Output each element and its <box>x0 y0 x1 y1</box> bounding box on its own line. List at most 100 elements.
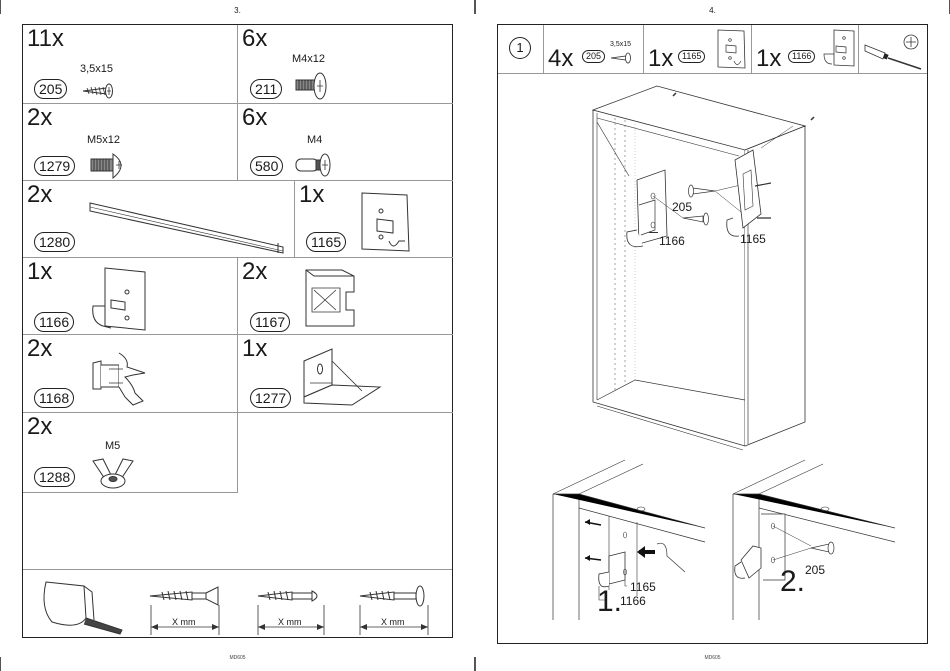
step-frame <box>497 24 928 644</box>
callout-bracket-left: 1166 <box>659 234 685 248</box>
part-cell: 2x M5x12 1279 <box>23 104 238 181</box>
wood-screw-icon <box>82 83 113 99</box>
cabinet-illustration <box>591 85 815 451</box>
part-number-badge: 205 <box>582 50 606 63</box>
raised-head-screw-icon <box>257 590 318 602</box>
screwdriver-icon <box>864 34 922 70</box>
detail-2-step-label: 2. <box>780 565 806 598</box>
part-quantity: 1x <box>756 45 782 72</box>
step-header: 1 4x 205 3,5x15 1x 1165 1x 1166 <box>498 25 927 74</box>
part-cell: 2x 1167 <box>238 258 453 335</box>
part-quantity: 2x <box>27 413 53 440</box>
part-number-badge: 580 <box>250 156 284 176</box>
part-quantity: 6x <box>242 104 268 131</box>
part-quantity: 1x <box>648 45 674 72</box>
part-cell: 2x 1280 <box>23 181 295 258</box>
part-number-badge: 1280 <box>34 232 76 252</box>
part-spec: 3,5x15 <box>80 63 114 75</box>
page-edge <box>474 0 475 14</box>
step-number-cell: 1 <box>498 25 544 73</box>
countersunk-screw-icon <box>149 586 219 606</box>
rail-icon <box>89 202 284 254</box>
clip-fastener-icon <box>92 352 146 406</box>
part-number-badge: 1165 <box>306 232 347 252</box>
part-cell: 1x 1166 <box>23 258 238 335</box>
part-number-badge: 1166 <box>788 50 816 63</box>
part-quantity: 2x <box>242 258 268 285</box>
part-quantity: 11x <box>27 25 64 52</box>
part-spec: 3,5x15 <box>610 41 632 48</box>
part-quantity: 1x <box>242 335 268 362</box>
part-number-badge: 1288 <box>34 467 76 487</box>
hook-bracket-icon <box>823 29 855 67</box>
part-cell: 2x M5 1288 <box>23 413 238 493</box>
measuring-tape-icon <box>43 581 123 635</box>
dimension-line <box>257 605 325 635</box>
part-cell: 1x 1277 <box>238 335 453 413</box>
page-edge <box>475 0 476 14</box>
angle-bracket-icon <box>303 348 382 406</box>
part-number-badge: 1166 <box>34 312 75 332</box>
part-cell: 6x M4 580 <box>238 104 453 181</box>
wood-screw-icon <box>610 52 631 64</box>
connector-bolt-icon <box>295 153 331 177</box>
part-spec: M4 <box>307 134 323 146</box>
step-part-cell: 1x 1166 <box>752 25 859 73</box>
callout-bracket-right: 1165 <box>740 232 766 246</box>
part-quantity: 6x <box>242 25 268 52</box>
dimension-label: X mm <box>172 617 196 627</box>
part-cell: 6x M4x12 211 <box>238 25 453 104</box>
footer-code: MD605 <box>229 655 246 661</box>
page-edge <box>0 657 1 671</box>
dimension-line <box>359 605 429 635</box>
dimension-label: X mm <box>278 617 302 627</box>
part-cell: 2x 1168 <box>23 335 238 413</box>
detail-2-illustration <box>732 459 896 620</box>
page-number: 4. <box>709 6 716 15</box>
dimension-line <box>150 605 220 635</box>
part-quantity: 1x <box>27 258 53 285</box>
detail-2-callout: 205 <box>805 563 826 577</box>
callout-screw: 205 <box>672 200 693 214</box>
part-cell: 1x 1165 <box>295 181 453 258</box>
part-spec: M5x12 <box>87 134 121 146</box>
pan-head-screw-icon <box>359 585 425 607</box>
page-edge <box>0 0 1 14</box>
part-number-badge: 1279 <box>34 156 76 176</box>
screw-guide-divider <box>23 569 452 570</box>
parts-list-frame-lower <box>22 24 453 638</box>
tool-cell <box>859 25 927 73</box>
part-cell: 11x 3,5x15 205 <box>23 25 238 104</box>
machine-screw-icon <box>295 72 327 100</box>
part-spec: M4x12 <box>292 53 326 65</box>
part-number-badge: 205 <box>34 79 68 99</box>
part-number-badge: 1165 <box>678 50 706 63</box>
part-number-badge: 211 <box>250 79 283 99</box>
page-edge <box>475 657 476 671</box>
detail-1-callout-b: 1166 <box>620 594 646 608</box>
part-quantity: 1x <box>299 181 325 208</box>
machine-screw-icon <box>90 153 122 180</box>
part-number-badge: 1167 <box>250 312 291 332</box>
step-number: 1 <box>509 37 531 59</box>
step-part-cell: 1x 1165 <box>644 25 752 73</box>
callout-leader <box>649 232 658 233</box>
part-quantity: 2x <box>27 335 53 362</box>
hook-bracket-icon <box>92 267 146 331</box>
part-quantity: 4x <box>548 45 574 72</box>
part-number-badge: 1168 <box>34 388 75 408</box>
detail-1-illustration <box>552 459 706 620</box>
right-page: 4. 1 4x 205 3,5x15 1x 1165 <box>475 0 950 671</box>
detail-1-step-label: 1. <box>597 585 623 618</box>
part-number-badge: 1277 <box>250 388 292 408</box>
step-part-cell: 4x 205 3,5x15 <box>544 25 644 73</box>
part-quantity: 2x <box>27 181 53 208</box>
clip-block-icon <box>305 269 355 327</box>
dimension-label: X mm <box>381 617 405 627</box>
hanger-bracket-icon <box>717 29 746 69</box>
page-number: 3. <box>234 6 241 15</box>
wing-nut-icon <box>92 458 134 489</box>
detail-1-callout-a: 1165 <box>630 580 656 594</box>
part-spec: M5 <box>105 440 121 452</box>
footer-code: MD605 <box>704 655 721 661</box>
